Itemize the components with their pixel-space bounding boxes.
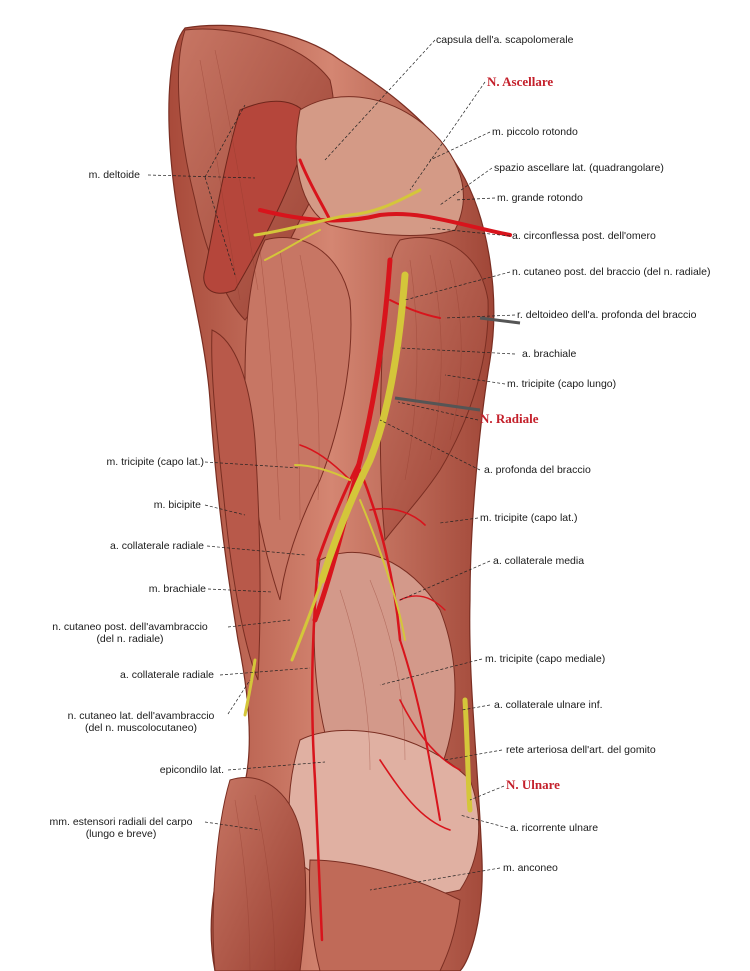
label-grande-rotondo: m. grande rotondo (497, 192, 583, 204)
label-cutaneo-lat-line2: (del n. muscolocutaneo) (84, 722, 198, 734)
label-cutaneo-post-avambraccio-line1: n. cutaneo post. dell'avambraccio (52, 621, 208, 633)
label-ricorrente-ulnare: a. ricorrente ulnare (510, 822, 599, 834)
label-estensori: mm. estensori radiali del carpo (lungo e… (36, 816, 206, 840)
label-tricipite-lungo: m. tricipite (capo lungo) (507, 378, 617, 390)
label-collaterale-radiale-2: a. collaterale radiale (120, 669, 214, 681)
label-tricipite-mediale: m. tricipite (capo mediale) (485, 653, 606, 665)
label-estensori-line2: (lungo e breve) (85, 828, 157, 840)
forearm-extensors (212, 776, 307, 971)
label-anconeo: m. anconeo (503, 862, 558, 874)
arteries (258, 158, 512, 942)
label-circonflessa: a. circonflessa post. dell'omero (512, 230, 656, 242)
label-r-deltoideo: r. deltoideo dell'a. profonda del bracci… (517, 309, 697, 321)
label-brachiale-m: m. brachiale (148, 583, 206, 595)
label-tricipite-lat-left: m. tricipite (capo lat.) (106, 456, 204, 468)
label-cutaneo-post-avambraccio-line2: (del n. radiale) (96, 633, 164, 645)
label-cutaneo-lat-line1: n. cutaneo lat. dell'avambraccio (67, 710, 215, 722)
label-collaterale-ulnare: a. collaterale ulnare inf. (494, 699, 603, 711)
label-collaterale-media: a. collaterale media (493, 555, 585, 567)
anconeus (308, 859, 461, 971)
label-rete-arteriosa: rete arteriosa dell'art. del gomito (506, 744, 656, 756)
label-n-ulnare: N. Ulnare (506, 777, 560, 792)
label-tricipite-lat-right: m. tricipite (capo lat.) (480, 512, 578, 524)
label-profonda: a. profonda del braccio (484, 464, 591, 476)
label-a-brachiale: a. brachiale (522, 348, 577, 360)
label-n-radiale: N. Radiale (480, 411, 539, 426)
label-epicondilo: epicondilo lat. (159, 764, 224, 776)
leader-lines (147, 39, 516, 891)
label-n-ascellare: N. Ascellare (487, 74, 554, 89)
label-spazio-ascellare: spazio ascellare lat. (quadrangolare) (494, 162, 664, 174)
triceps-lateral-head (244, 237, 352, 601)
muscle-fibers (199, 49, 462, 971)
biceps-brachialis (211, 329, 261, 681)
retractors (394, 316, 521, 412)
nerves (243, 188, 473, 813)
label-piccolo-rotondo: m. piccolo rotondo (492, 126, 578, 138)
label-cutaneo-lat: n. cutaneo lat. dell'avambraccio (del n.… (46, 710, 236, 734)
label-bicipite: m. bicipite (153, 499, 201, 511)
shoulder-region (295, 96, 464, 236)
label-deltoide: m. deltoide (88, 169, 140, 181)
label-cutaneo-post-braccio: n. cutaneo post. del braccio (del n. rad… (512, 266, 711, 278)
label-collaterale-radiale-1: a. collaterale radiale (110, 540, 204, 552)
label-estensori-line1: mm. estensori radiali del carpo (49, 816, 193, 828)
label-capsula: capsula dell'a. scapolomerale (436, 34, 574, 46)
label-cutaneo-post-avambraccio: n. cutaneo post. dell'avambraccio (del n… (30, 621, 230, 645)
